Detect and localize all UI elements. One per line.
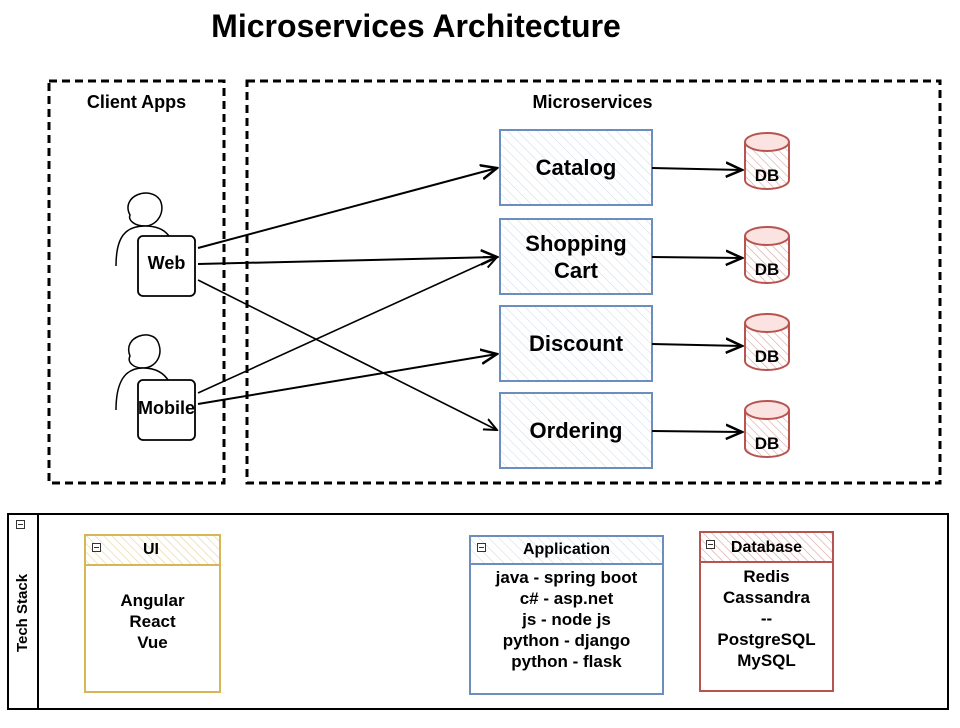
application-item: js - node js — [522, 610, 611, 629]
edge-web-to-catalog[interactable] — [197, 168, 497, 249]
mobile-user-icon[interactable] — [115, 334, 196, 441]
microservices-group[interactable] — [245, 79, 942, 485]
db-label-shopping-cart: DB — [754, 260, 780, 279]
client-apps-group[interactable] — [47, 79, 226, 485]
ui-panel-title: UI — [143, 541, 159, 558]
application-collapse-icon[interactable] — [477, 543, 486, 552]
edge-web-to-shopping-cart[interactable] — [197, 257, 497, 264]
edge-mobile-to-shopping-cart[interactable] — [197, 257, 497, 394]
service-shopping-cart-label: Shopping Cart — [525, 230, 627, 283]
service-catalog-label: Catalog — [535, 155, 617, 180]
edge-catalog-to-db[interactable] — [651, 168, 742, 170]
application-panel-list: java - spring boot c# - asp.net js - nod… — [470, 567, 663, 672]
tech-stack-collapse-icon[interactable] — [16, 520, 25, 529]
db-cylinder-shopping-cart[interactable] — [744, 226, 790, 284]
application-panel-header[interactable] — [469, 535, 664, 565]
database-panel-title: Database — [730, 539, 803, 556]
db-cylinder-discount[interactable] — [744, 313, 790, 371]
application-item: python - flask — [511, 652, 622, 671]
database-item: Redis — [743, 567, 790, 586]
service-ordering-label: Ordering — [529, 418, 623, 443]
edge-ordering-to-db[interactable] — [651, 431, 742, 432]
ui-item: Vue — [137, 633, 168, 652]
ui-item: Angular — [120, 591, 185, 610]
client-apps-label: Client Apps — [86, 92, 187, 112]
diagram-title: Microservices Architecture — [211, 8, 621, 44]
database-item: MySQL — [737, 651, 796, 670]
db-label-ordering: DB — [754, 434, 780, 453]
web-user-icon[interactable] — [115, 192, 196, 297]
service-discount-box[interactable] — [499, 305, 653, 382]
ui-panel-list: Angular React Vue — [85, 590, 220, 653]
application-item: python - django — [502, 631, 631, 650]
tech-stack-label: Tech Stack — [14, 573, 31, 653]
application-panel-title: Application — [522, 541, 611, 558]
service-shopping-cart-box[interactable] — [499, 218, 653, 295]
ui-item: React — [129, 612, 176, 631]
service-ordering-box[interactable] — [499, 392, 653, 469]
application-item: c# - asp.net — [519, 589, 614, 608]
edge-shopping-cart-to-db[interactable] — [651, 257, 742, 258]
edge-web-to-ordering[interactable] — [197, 279, 497, 430]
application-item: java - spring boot — [495, 568, 638, 587]
service-catalog-box[interactable] — [499, 129, 653, 206]
web-client-label: Web — [147, 253, 186, 273]
database-panel-header[interactable] — [699, 531, 834, 563]
db-cylinder-ordering[interactable] — [744, 400, 790, 458]
database-collapse-icon[interactable] — [706, 540, 715, 549]
service-discount-label: Discount — [528, 331, 624, 356]
ui-collapse-icon[interactable] — [92, 543, 101, 552]
database-panel-list: Redis Cassandra -- PostgreSQL MySQL — [700, 566, 833, 671]
edge-mobile-to-discount[interactable] — [197, 354, 497, 405]
ui-panel-header[interactable] — [84, 534, 221, 566]
db-label-catalog: DB — [754, 166, 780, 185]
microservices-label: Microservices — [532, 92, 653, 112]
edge-discount-to-db[interactable] — [651, 344, 742, 346]
database-item: Cassandra — [723, 588, 810, 607]
db-label-discount: DB — [754, 347, 780, 366]
mobile-client-label: Mobile — [138, 398, 195, 418]
database-item: PostgreSQL — [717, 630, 816, 649]
db-cylinder-catalog[interactable] — [744, 132, 790, 190]
database-item: -- — [760, 609, 773, 628]
